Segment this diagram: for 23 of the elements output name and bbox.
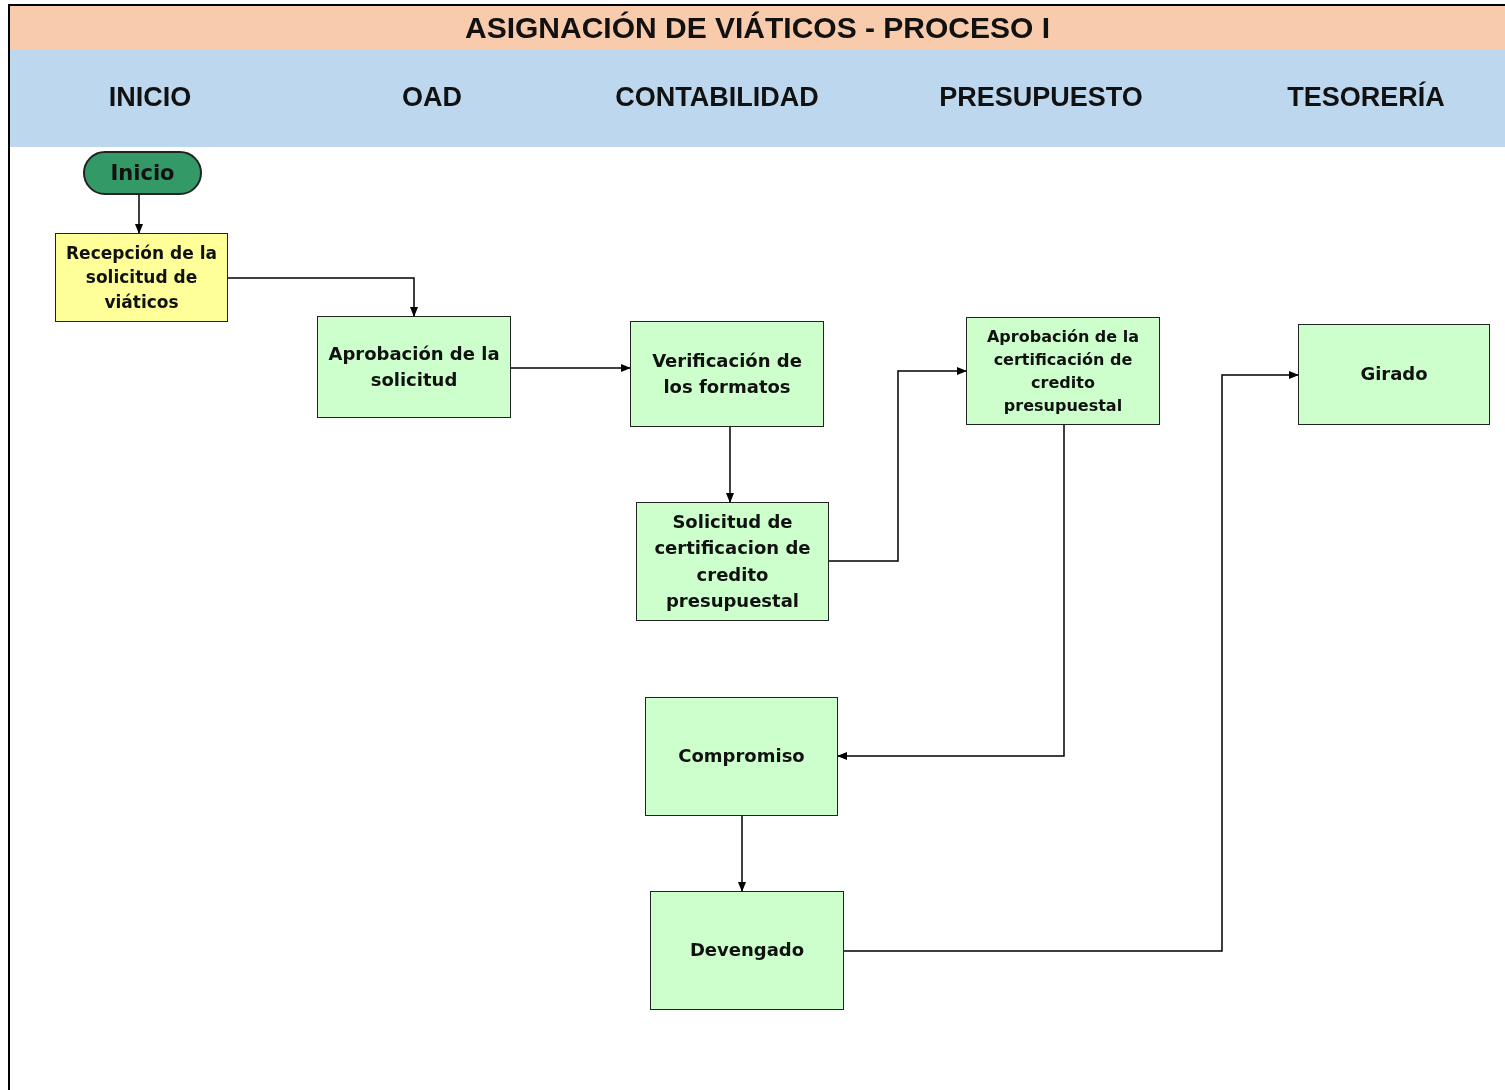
process-box: Aprobación de la certificación de credito presupuestal	[966, 317, 1160, 425]
arrow	[843, 371, 1299, 952]
process-box: Devengado	[650, 891, 844, 1010]
process-box: Compromiso	[645, 697, 838, 816]
lane-label: INICIO	[108, 82, 192, 113]
lane-label: PRESUPUESTO	[939, 82, 1143, 113]
lane-label: TESORERÍA	[1287, 82, 1445, 113]
arrow	[828, 367, 967, 562]
start-terminal: Inicio	[83, 151, 202, 195]
arrow	[837, 424, 1065, 760]
lane-label: OAD	[402, 82, 462, 113]
arrow	[135, 194, 143, 234]
lane-label: CONTABILIDAD	[615, 82, 819, 113]
arrow	[738, 815, 746, 892]
arrow	[227, 277, 418, 317]
arrow	[510, 364, 631, 372]
process-box: Verificación de los formatos	[630, 321, 824, 427]
arrow	[726, 426, 734, 503]
process-box: Girado	[1298, 324, 1490, 425]
process-box: Aprobación de la solicitud	[317, 316, 511, 418]
diagram-title: ASIGNACIÓN DE VIÁTICOS - PROCESO I	[464, 11, 1051, 45]
process-box: Recepción de la solicitud de viáticos	[55, 233, 228, 322]
process-box: Solicitud de certificacion de credito presupuestal	[636, 502, 829, 621]
